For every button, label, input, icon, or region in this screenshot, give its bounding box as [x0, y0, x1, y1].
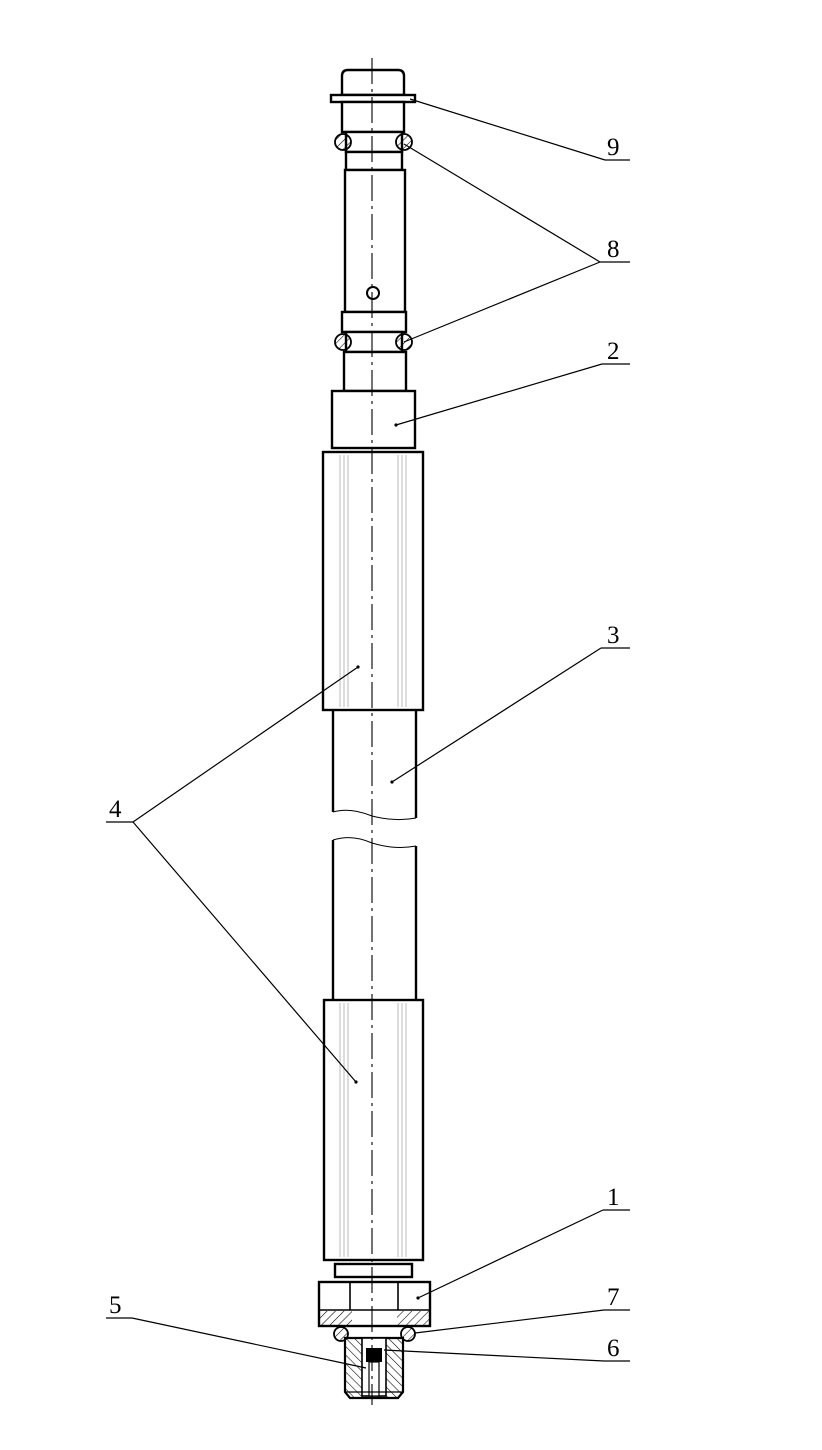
leader-lines [106, 98, 630, 1369]
callout-2: 2 [607, 338, 620, 365]
leader-dots [354, 423, 420, 1300]
callout-3: 3 [607, 622, 620, 649]
callout-6: 6 [607, 1335, 620, 1362]
callout-9: 9 [607, 134, 620, 161]
callout-1: 1 [607, 1184, 620, 1211]
upper-shaft [343, 168, 407, 314]
neck [342, 350, 408, 393]
middle-tube [331, 710, 418, 1000]
bottom-fitting [343, 1336, 405, 1400]
callout-7: 7 [607, 1284, 620, 1311]
callout-5: 5 [109, 1292, 122, 1319]
top-cap [329, 68, 417, 134]
collar-part-2 [330, 389, 417, 450]
bottom-nut [317, 1262, 432, 1328]
callout-labels: 9 8 2 3 4 1 7 6 5 [109, 134, 620, 1362]
upper-sleeve [321, 450, 425, 712]
callout-4: 4 [109, 796, 122, 823]
callout-8: 8 [607, 236, 620, 263]
lower-seal-ring [334, 310, 413, 354]
upper-seal-ring [334, 130, 413, 172]
lower-sleeve [322, 998, 425, 1262]
